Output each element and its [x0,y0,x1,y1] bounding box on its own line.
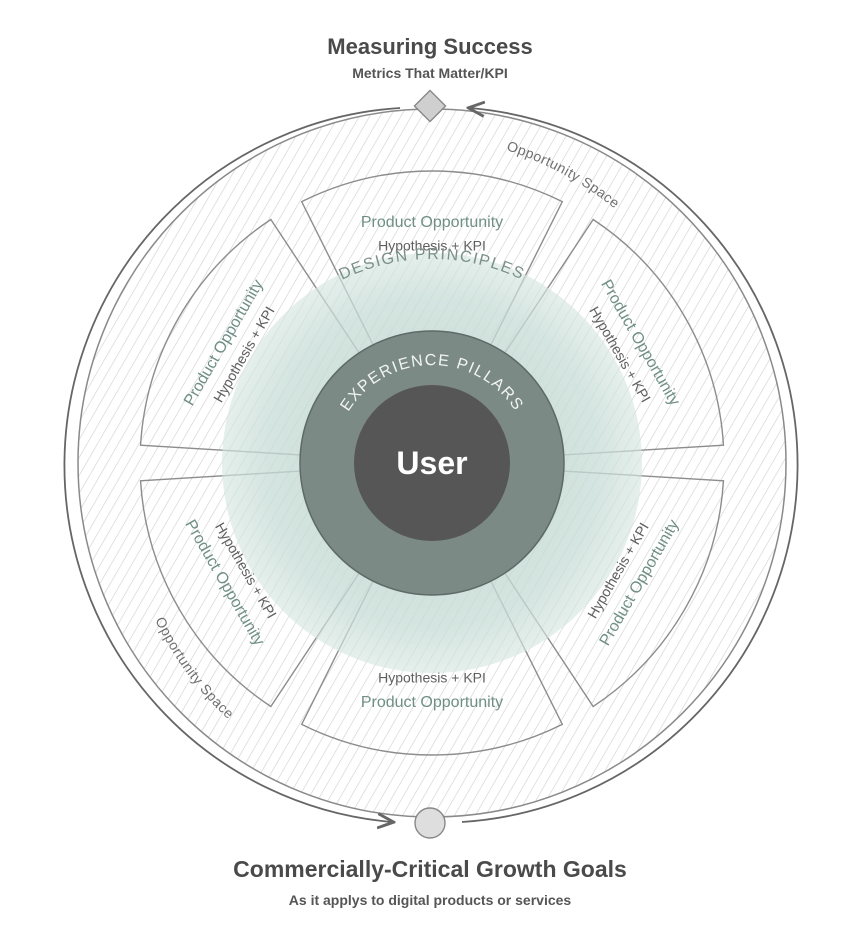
right-arrow [461,108,799,823]
user-core [354,385,510,541]
diamond-icon [413,89,447,123]
user-label: User [396,445,467,481]
measuring-success-subtitle: Metrics That Matter/KPI [352,65,508,81]
growth-goals-title: Commercially-Critical Growth Goals [233,856,627,882]
growth-goals-subtitle: As it applys to digital products or serv… [289,892,572,908]
segment-1-title: Product Opportunity [361,214,503,231]
segment-4-title: Product Opportunity [361,694,503,711]
left-arrow [63,107,401,822]
segment-1-subtitle: Hypothesis + KPI [378,238,486,254]
segment-4-subtitle: Hypothesis + KPI [378,670,486,686]
measuring-success-title: Measuring Success [327,34,532,59]
circle-icon [414,807,446,839]
